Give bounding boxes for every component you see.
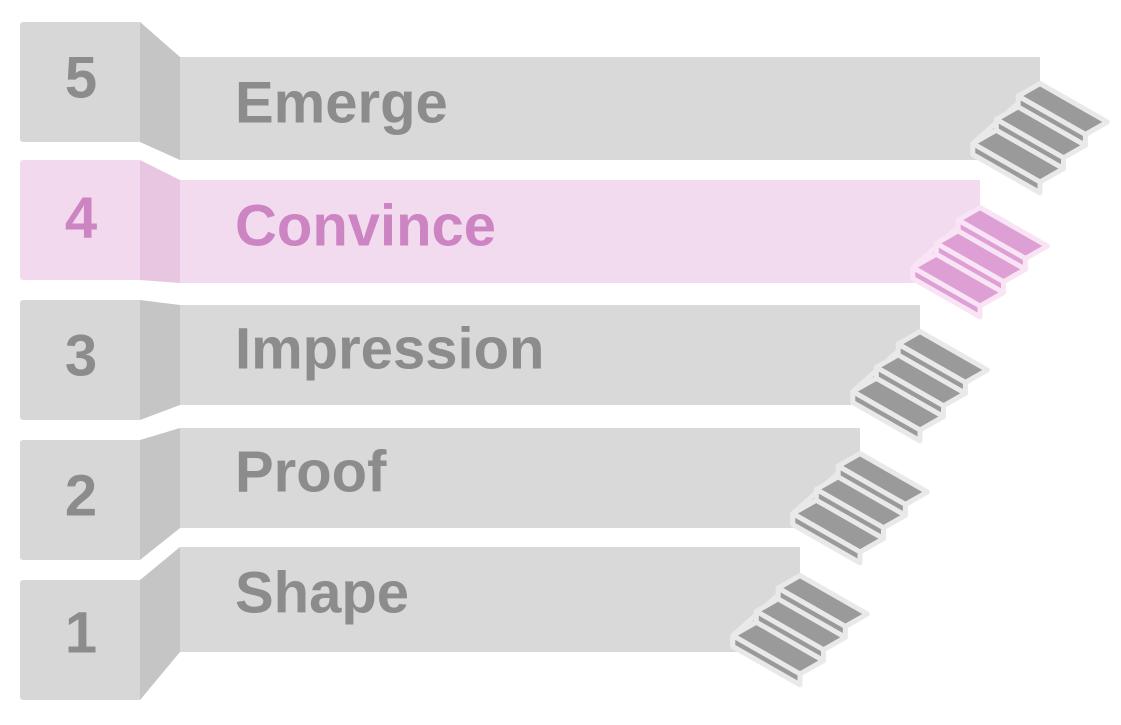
stairs-icon [790,451,930,566]
step-fold [140,547,180,700]
step-number-box [20,22,142,142]
step-bar [180,57,1040,160]
step-number: 5 [65,45,97,110]
step-number: 2 [65,463,97,528]
step-label: Impression [235,316,544,381]
step-2: 2 Proof [20,428,930,566]
step-label: Proof [235,439,387,504]
step-label: Convince [235,193,496,258]
step-5: 5 Emerge [20,22,1110,196]
step-fold [140,22,180,160]
step-fold [140,160,180,283]
step-number-box [20,440,142,560]
step-number-box [20,300,142,420]
step-4: 4 Convince [20,160,1050,320]
step-number: 1 [65,600,97,665]
step-label: Shape [235,560,409,625]
step-number-box [20,160,142,280]
step-fold [140,300,180,420]
step-number: 4 [65,185,97,250]
step-number-box [20,580,142,700]
step-bar [180,428,860,528]
stairs-icon [850,329,990,444]
step-bar [180,547,800,652]
step-bar [180,305,920,405]
stairs-icon [730,573,870,688]
stairs-icon [970,81,1110,196]
step-1: 1 Shape [20,547,870,700]
step-bar [180,180,980,283]
step-label: Emerge [235,70,448,135]
stairs-icon [910,205,1050,320]
step-number: 3 [65,323,97,388]
step-3: 3 Impression [20,300,990,444]
step-fold [140,428,180,560]
